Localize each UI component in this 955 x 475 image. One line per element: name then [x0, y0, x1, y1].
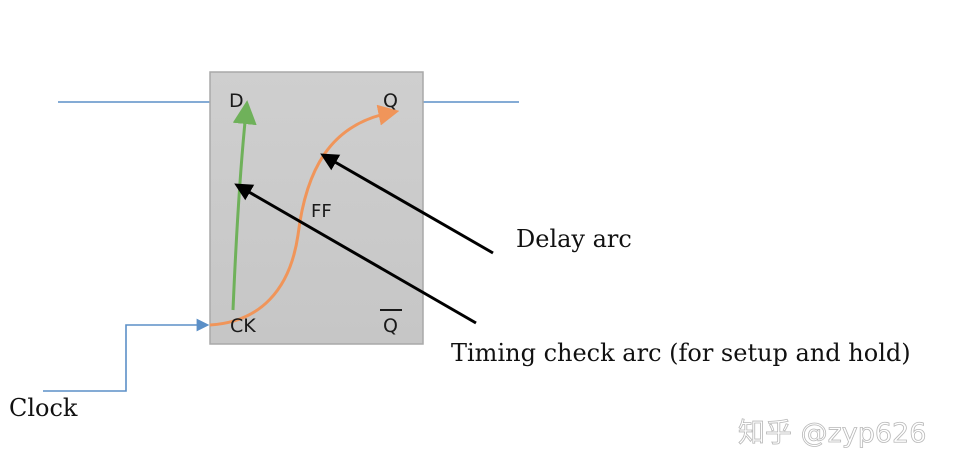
- timing-check-arc-label: Timing check arc (for setup and hold): [451, 339, 911, 367]
- delay-arc: [209, 104, 400, 327]
- pin-label-d: D: [229, 90, 244, 112]
- delay-arc-pointer: [320, 153, 494, 255]
- clock-wire: [43, 318, 210, 392]
- pin-label-q: Q: [383, 90, 398, 112]
- pin-label-ck: CK: [230, 315, 256, 337]
- cell-name-label: FF: [311, 201, 332, 222]
- clock-label: Clock: [9, 394, 78, 422]
- watermark: 知乎 @zyp626: [738, 418, 926, 449]
- timing-check-arc: [231, 100, 257, 311]
- pin-label-qbar: Q: [383, 315, 398, 337]
- delay-arc-label: Delay arc: [516, 225, 632, 253]
- timing-check-arc-pointer: [234, 183, 477, 325]
